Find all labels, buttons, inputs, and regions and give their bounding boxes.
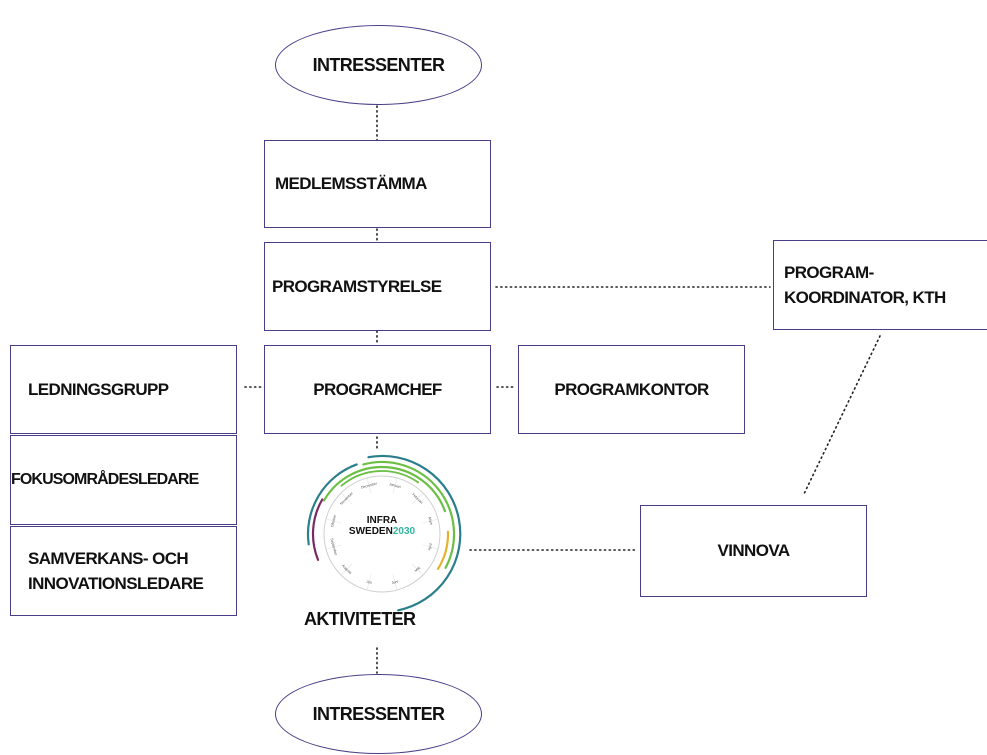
logo-ring-purple bbox=[311, 498, 324, 561]
programkoordinator-label: PROGRAM- KOORDINATOR, KTH bbox=[784, 262, 946, 308]
logo-month-divider bbox=[366, 477, 372, 494]
logo-month-divider bbox=[411, 563, 424, 576]
logo-month-label: Juli bbox=[366, 580, 372, 585]
intressenter-bottom-label: INTRESSENTER bbox=[312, 703, 445, 724]
programstyrelse-label: PROGRAMSTYRELSE bbox=[272, 276, 442, 296]
logo-ring-yellow bbox=[436, 530, 450, 571]
logo-month-label: September bbox=[330, 538, 339, 557]
logo-month-divider bbox=[366, 574, 372, 591]
programchef-box: PROGRAMCHEF bbox=[264, 345, 491, 434]
intressenter-top-label: INTRESSENTER bbox=[312, 54, 445, 75]
aktiviteter-label: AKTIVITETER bbox=[304, 609, 416, 629]
logo-month-label: Maj bbox=[414, 566, 421, 573]
logo-ring-teal-outer bbox=[367, 454, 462, 612]
logo-sweden-text: SWEDEN2030 bbox=[349, 526, 416, 537]
logo-infra-text: INFRA bbox=[367, 515, 398, 526]
medlemsstamma-label: MEDLEMSSTÄMMA bbox=[275, 174, 427, 194]
vinnova-box: VINNOVA bbox=[640, 505, 867, 597]
logo-month-label: Juni bbox=[391, 579, 399, 585]
samverkans-innovationsledare-label: SAMVERKANS- OCH INNOVATIONSLEDARE bbox=[28, 548, 204, 594]
logo-year: 2030 bbox=[393, 526, 416, 537]
programkoordinator-box: PROGRAM- KOORDINATOR, KTH bbox=[773, 240, 987, 330]
logo-month-divider bbox=[422, 518, 439, 524]
logo-month-label: Mars bbox=[427, 517, 433, 526]
programchef-label: PROGRAMCHEF bbox=[313, 379, 442, 399]
logo-month-label: December bbox=[361, 481, 379, 489]
logo-ring-green-inner bbox=[322, 465, 447, 513]
logo-month-label: April bbox=[427, 543, 433, 551]
logo-month-divider bbox=[411, 492, 424, 505]
logo-month-divider bbox=[392, 574, 398, 591]
logo-month-label: Januari bbox=[389, 482, 402, 489]
logo-year-wheel bbox=[306, 454, 462, 612]
ledningsgrupp-label: LEDNINGSGRUPP bbox=[28, 379, 169, 399]
fokusomradesledare-label: FOKUSOMRÅDESLEDARE bbox=[11, 471, 199, 488]
logo-sweden-word: SWEDEN bbox=[349, 526, 393, 537]
logo-month-label: Oktober bbox=[330, 514, 337, 528]
samverkans-innovationsledare-box: SAMVERKANS- OCH INNOVATIONSLEDARE bbox=[10, 526, 237, 616]
programkontor-box: PROGRAMKONTOR bbox=[518, 345, 745, 434]
connector-programkoordinator-vinnova bbox=[802, 335, 881, 497]
logo-month-label: Augusti bbox=[341, 564, 352, 575]
logo-month-divider bbox=[340, 492, 353, 505]
logo-ring-teal-left bbox=[306, 463, 358, 546]
intressenter-top-node: INTRESSENTER bbox=[275, 25, 482, 105]
logo-ring-green-short bbox=[340, 470, 420, 487]
programstyrelse-box: PROGRAMSTYRELSE bbox=[264, 242, 491, 331]
logo-ring-green-outer bbox=[362, 460, 456, 569]
medlemsstamma-box: MEDLEMSSTÄMMA bbox=[264, 140, 491, 228]
logo-month-divider bbox=[325, 518, 342, 524]
vinnova-label: VINNOVA bbox=[717, 541, 791, 561]
logo-month-divider bbox=[392, 477, 398, 494]
logo-inner-circle bbox=[323, 475, 441, 593]
fokusomradesledare-box: FOKUSOMRÅDESLEDARE bbox=[10, 435, 237, 525]
intressenter-bottom-node: INTRESSENTER bbox=[275, 674, 482, 754]
programkontor-label: PROGRAMKONTOR bbox=[554, 379, 709, 399]
logo-month-divider bbox=[325, 544, 342, 550]
ledningsgrupp-box: LEDNINGSGRUPP bbox=[10, 345, 237, 434]
logo-month-divider bbox=[422, 544, 439, 550]
logo-month-divider bbox=[340, 563, 353, 576]
